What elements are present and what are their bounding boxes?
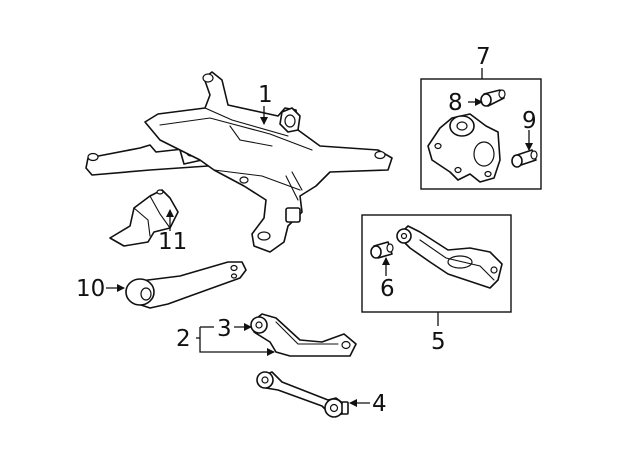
control-arm-part-3 xyxy=(250,313,357,357)
callout-7: 7 xyxy=(476,44,491,70)
arm-part-10 xyxy=(125,261,247,309)
crossmember-part-1 xyxy=(85,71,393,253)
bushing-part-9 xyxy=(511,149,538,168)
callout-8: 8 xyxy=(448,90,463,116)
callout-9: 9 xyxy=(522,108,537,134)
lower-arm-box-5 xyxy=(361,214,512,326)
callout-4: 4 xyxy=(372,391,387,417)
leader-lines xyxy=(106,98,533,407)
callout-10: 10 xyxy=(76,276,105,302)
callout-5: 5 xyxy=(431,329,446,355)
callout-3: 3 xyxy=(217,316,232,342)
callout-6: 6 xyxy=(380,276,395,302)
bushing-part-8 xyxy=(480,89,506,107)
lateral-link-part-4 xyxy=(256,371,349,418)
callout-labels: 1 2 3 4 5 6 7 8 9 10 11 xyxy=(76,44,537,417)
bracket-part-11 xyxy=(109,189,179,247)
callout-2: 2 xyxy=(176,326,191,352)
callout-1: 1 xyxy=(258,82,273,108)
callout-11: 11 xyxy=(158,229,187,255)
knuckle-box-7 xyxy=(420,68,542,190)
bushing-part-6 xyxy=(370,241,394,259)
